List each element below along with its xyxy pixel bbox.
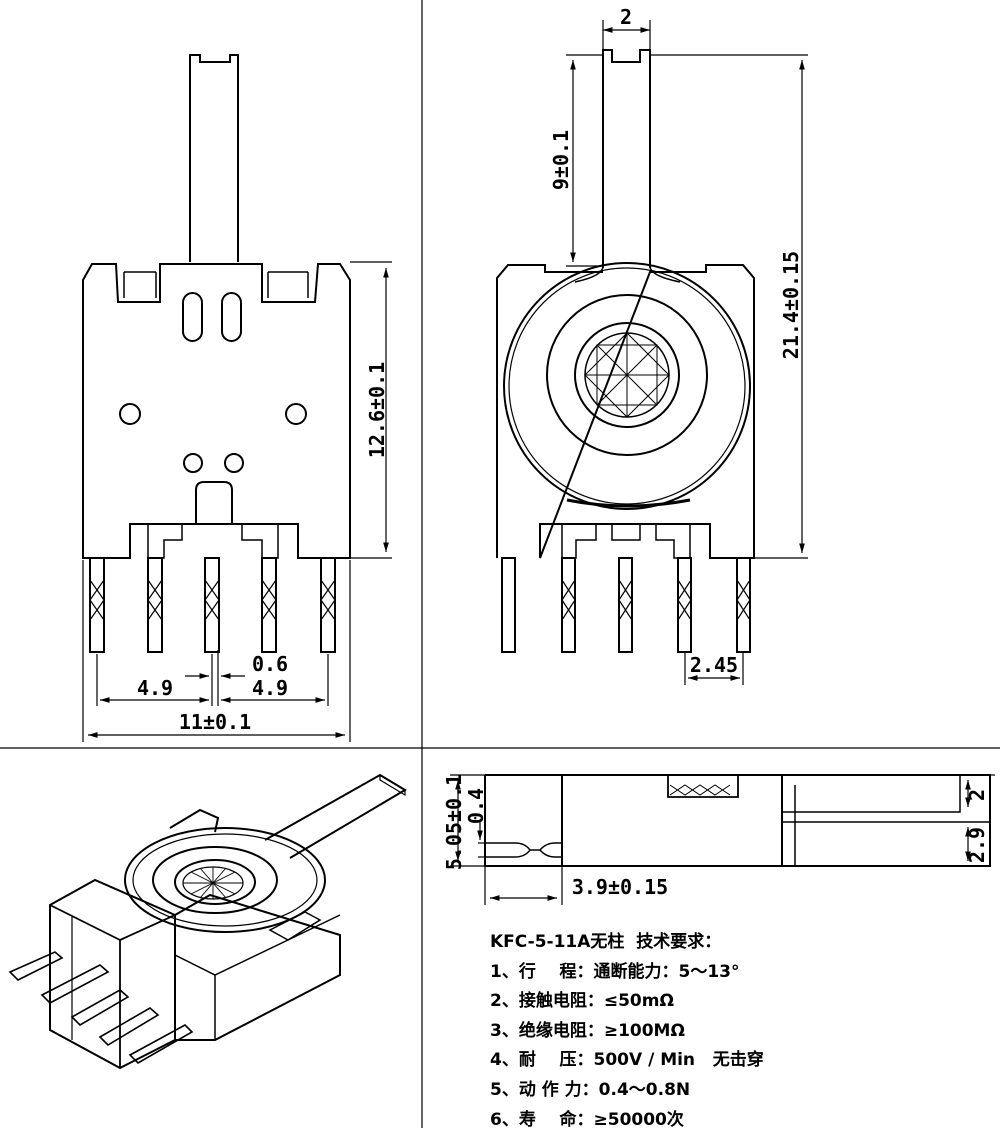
bottom-dimensions xyxy=(450,774,995,905)
dim-bottom-depth: 3.9±0.15 xyxy=(572,875,668,899)
spec-item: 5、动 作 力：0.4～0.8N xyxy=(490,1079,691,1100)
spec-item: 3、绝缘电阻：≥100MΩ xyxy=(490,1020,685,1041)
bottom-view xyxy=(484,774,991,867)
side-view xyxy=(496,49,755,653)
dim-front-overall-width: 11±0.1 xyxy=(179,710,251,734)
dim-bottom-thickness: 0.4 xyxy=(464,788,488,824)
side-dimensions xyxy=(566,20,808,685)
dim-front-pitch-left: 4.9 xyxy=(137,676,173,700)
dim-front-pitch-right: 4.9 xyxy=(252,676,288,700)
spec-item: 2、接触电阻：≤50mΩ xyxy=(490,991,674,1012)
dim-front-height: 12.6±0.1 xyxy=(365,362,389,458)
front-dimensions xyxy=(82,261,392,742)
technical-requirements: KFC-5-11A无柱 技术要求： 1、行 程：通断能力：5～13° 2、接触电… xyxy=(490,928,990,1135)
dim-bottom-base-layer: 2.9 xyxy=(965,827,989,863)
spec-item: 6、寿 命：≥50000次 xyxy=(490,1109,684,1130)
spec-title: KFC-5-11A无柱 技术要求： xyxy=(490,932,722,952)
front-view xyxy=(82,54,351,653)
spec-item: 4、耐 压：500V / Min 无击穿 xyxy=(490,1050,764,1071)
dim-side-pin-pitch: 2.45 xyxy=(690,653,738,677)
dim-bottom-top-layer: 2 xyxy=(965,789,989,801)
dim-front-pin-width: 0.6 xyxy=(252,652,288,676)
dim-bottom-height: 5.05±0.1 xyxy=(442,774,466,870)
isometric-view xyxy=(8,773,407,1070)
spec-item: 1、行 程：通断能力：5～13° xyxy=(490,961,740,982)
dim-side-shaft-height: 9±0.1 xyxy=(549,130,573,190)
dim-side-total-height: 21.4±0.15 xyxy=(779,251,803,359)
dim-side-shaft-width: 2 xyxy=(620,5,632,29)
